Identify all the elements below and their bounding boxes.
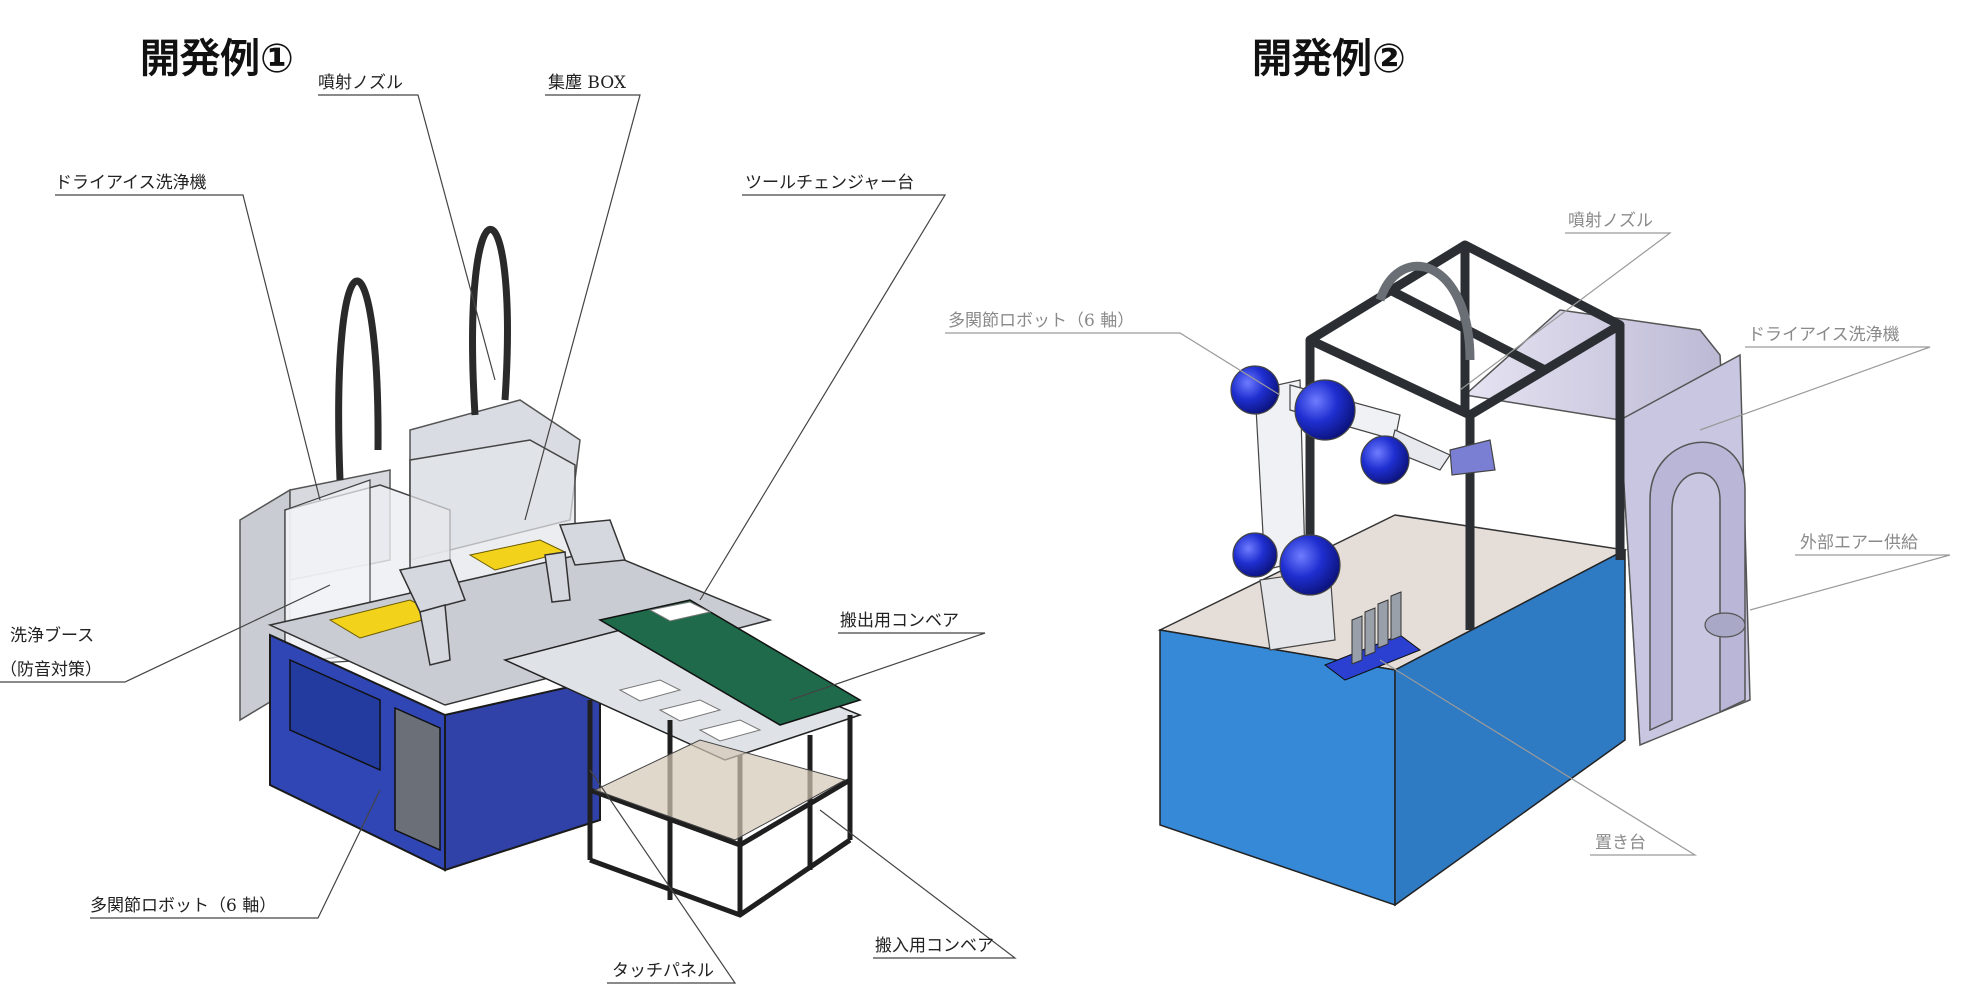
label-robot-1: 多関節ロボット（6 軸） xyxy=(90,896,277,916)
label-tool-changer-1: ツールチェンジャー台 xyxy=(745,173,915,193)
title-example-2: 開発例② xyxy=(1252,36,1406,82)
label-robot-2: 多関節ロボット（6 軸） xyxy=(948,311,1135,331)
label-booth-line2: （防音対策） xyxy=(0,660,102,680)
label-booth-line1: 洗浄ブース xyxy=(10,626,95,646)
label-dry-ice-cleaner-2: ドライアイス洗浄機 xyxy=(1748,325,1900,345)
title-example-1: 開発例① xyxy=(140,36,294,82)
label-touch-panel-1: タッチパネル xyxy=(612,961,714,981)
leaders-example-1 xyxy=(0,94,1017,984)
leaders-example-2 xyxy=(945,232,1951,856)
machine-example-2 xyxy=(1157,240,1751,907)
label-nozzle-1: 噴射ノズル xyxy=(318,73,403,93)
label-out-conveyor-1: 搬出用コンベア xyxy=(840,611,959,631)
label-dust-box-1: 集塵 BOX xyxy=(548,73,626,93)
machine-example-1 xyxy=(239,225,863,918)
label-in-conveyor-1: 搬入用コンベア xyxy=(875,936,994,956)
label-nozzle-2: 噴射ノズル xyxy=(1568,211,1653,231)
label-stand-2: 置き台 xyxy=(1595,833,1646,853)
label-dry-ice-cleaner-1: ドライアイス洗浄機 xyxy=(55,173,207,193)
label-air-supply-2: 外部エアー供給 xyxy=(1800,533,1918,553)
